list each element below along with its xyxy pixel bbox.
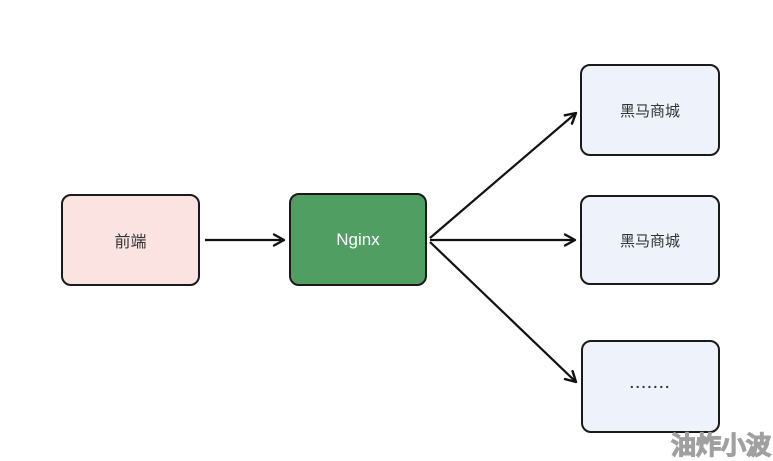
node-frontend: 前端 [61, 194, 200, 286]
node-nginx-label: Nginx [336, 229, 380, 249]
node-service-2-label: 黑马商城 [619, 232, 680, 250]
node-service-2: 黑马商城 [580, 195, 720, 285]
edge-nginx-to-service-more [429, 241, 578, 384]
node-nginx: Nginx [289, 193, 427, 286]
node-service-1-label: 黑马商城 [619, 102, 680, 120]
watermark-text: 油炸小波 [670, 431, 772, 460]
node-service-more: ....... [581, 340, 720, 433]
node-service-1: 黑马商城 [580, 64, 720, 156]
node-service-more-label: ....... [629, 374, 672, 391]
edge-nginx-to-service-1 [429, 111, 578, 239]
node-frontend-label: 前端 [114, 234, 147, 251]
